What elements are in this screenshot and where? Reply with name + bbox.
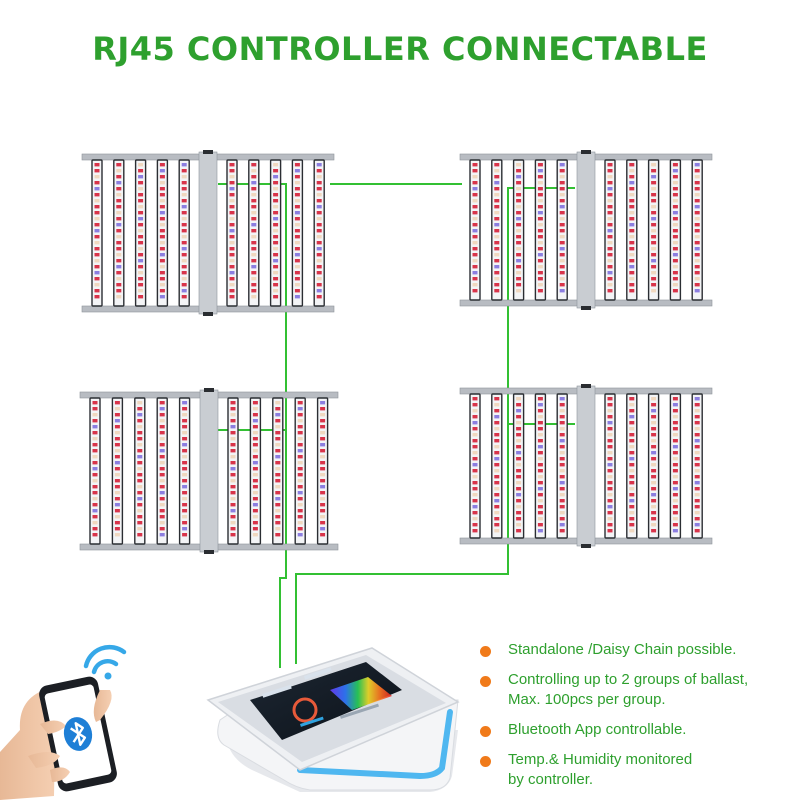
grow-light-panels (79, 150, 713, 554)
led-bar (291, 159, 304, 307)
led-bar (156, 397, 168, 545)
bullet-icon (480, 646, 491, 657)
led-bar (89, 397, 101, 545)
led-bar (469, 393, 481, 539)
led-bar (669, 393, 682, 539)
led-bar (134, 159, 147, 307)
light-panel-bottom-left (79, 388, 339, 554)
feature-text: Bluetooth App controllable. (508, 721, 687, 738)
led-bar (111, 397, 124, 545)
controller-icon (206, 647, 460, 792)
cable-left-to-controller (279, 430, 287, 668)
led-bar (604, 159, 616, 301)
led-bar (294, 397, 306, 545)
led-bar (691, 159, 703, 301)
led-bar (626, 159, 638, 301)
wifi-icon (83, 644, 127, 680)
led-bar (491, 393, 503, 539)
feature-item: Controlling up to 2 groups of ballast, M… (476, 670, 796, 710)
light-panel-top-left (81, 150, 335, 316)
led-bar (113, 159, 125, 307)
led-bar (691, 393, 703, 539)
led-bar (669, 159, 682, 301)
led-bar (534, 159, 547, 301)
feature-item: Bluetooth App controllable. (476, 720, 796, 740)
led-bar (534, 393, 547, 539)
led-bar (626, 393, 638, 539)
bullet-icon (480, 726, 491, 737)
feature-text: Standalone /Daisy Chain possible. (508, 641, 737, 658)
led-bar (313, 159, 325, 307)
feature-list: Standalone /Daisy Chain possible. Control… (476, 640, 796, 800)
led-bar (647, 159, 660, 301)
led-bar (269, 159, 282, 307)
feature-text: Controlling up to 2 groups of ballast, M… (508, 671, 749, 708)
led-bar (91, 159, 103, 307)
led-bar (178, 159, 190, 307)
led-bar (512, 159, 525, 301)
smartphone-icon (0, 676, 117, 800)
cable-right-to-controller (295, 424, 509, 664)
led-bar (647, 393, 660, 539)
bullet-icon (480, 676, 491, 687)
led-bar (178, 397, 191, 545)
page-title: RJ45 CONTROLLER CONNECTABLE (92, 30, 708, 68)
bluetooth-icon (63, 717, 93, 751)
led-bar (556, 393, 568, 539)
feature-text: Temp.& Humidity monitored by controller. (508, 751, 693, 788)
led-bar (469, 159, 481, 301)
led-bar (512, 393, 525, 539)
led-bar (134, 397, 146, 545)
led-bar (249, 397, 262, 545)
led-bar (272, 397, 284, 545)
led-bar (491, 159, 503, 301)
light-panel-top-right (459, 150, 713, 310)
led-bar (604, 393, 616, 539)
led-bar (316, 397, 329, 545)
feature-item: Standalone /Daisy Chain possible. (476, 640, 796, 660)
light-panel-bottom-right (459, 384, 713, 548)
led-bar (556, 159, 568, 301)
feature-item: Temp.& Humidity monitored by controller. (476, 750, 796, 790)
led-bar (227, 397, 239, 545)
bullet-icon (480, 756, 491, 767)
led-bar (156, 159, 169, 307)
led-bar (248, 159, 260, 307)
led-bar (226, 159, 238, 307)
